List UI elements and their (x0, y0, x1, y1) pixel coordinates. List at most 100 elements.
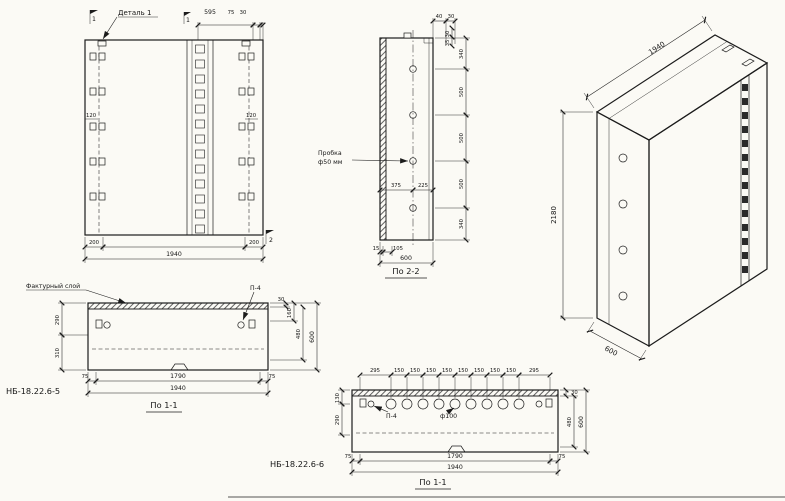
pipe-hole-icon (417, 398, 429, 410)
pipe-holes (385, 398, 525, 410)
plug-callout-line1: Пробка (318, 149, 342, 157)
front-dim-200-left: 200 (89, 240, 100, 246)
front-dim-120-right: 120 (246, 113, 257, 119)
plug-hole-icon (409, 204, 417, 212)
front-view-dimension-lines (82, 22, 266, 262)
cut-flag-1b-label: 1 (186, 17, 190, 24)
s11R-dim-295-left: 295 (370, 368, 380, 374)
s11L-outline (87, 302, 269, 371)
s22-dim-225: 225 (418, 183, 428, 189)
pipe-hole-icon (433, 398, 445, 410)
s11R-dim-290: 290 (335, 414, 341, 425)
end-loop-icon (359, 398, 367, 408)
section-2-2-view: Пробка ф50 мм 40 30 30 35 340 500 500 50… (318, 14, 470, 279)
section-2-2-dimension-lines (377, 18, 469, 266)
panel-mark-right: НБ-18.22.6-6 (270, 459, 324, 469)
end-loop-icon (367, 400, 375, 408)
end-loop-icon (545, 398, 553, 408)
s22-dim-375: 375 (391, 183, 401, 189)
s11L-dim-1790: 1790 (170, 373, 186, 380)
s11R-dim-30: 30 (571, 390, 578, 396)
p4-callout-left: П-4 (242, 285, 261, 321)
s11L-dim-30: 30 (278, 297, 285, 303)
s11R-dim-150: 150 (506, 368, 517, 374)
iso-dim-600: 600 (603, 345, 619, 358)
joint-key-ladder (195, 44, 205, 234)
phi100-label: ф100 (440, 413, 457, 420)
plug-hole-icon (409, 111, 417, 119)
end-loop-icon (237, 321, 245, 329)
s22-dim-340-bottom: 340 (459, 218, 465, 229)
plug-holes (409, 65, 417, 212)
s11L-dim-75-left: 75 (82, 374, 89, 380)
s11L-dim-1940: 1940 (170, 385, 186, 392)
s22-dim-40: 40 (436, 14, 443, 20)
front-dim-200-right: 200 (249, 240, 260, 246)
end-loop-icon (248, 319, 256, 329)
iso-dim-1940: 1940 (647, 40, 666, 56)
facade-layer-hatch (379, 37, 387, 241)
front-dim-595: 595 (204, 9, 216, 16)
isometric-loop-icons (721, 44, 755, 67)
pipe-hole-icon (449, 398, 461, 410)
s22-dim-105: 105 (393, 246, 403, 252)
front-view-outline (84, 39, 264, 236)
p4-label: П-4 (386, 413, 397, 420)
isometric-box (595, 34, 769, 348)
section-2-2-outline (379, 30, 434, 246)
front-dim-75: 75 (228, 10, 235, 16)
s11R-dim-150: 150 (410, 368, 421, 374)
s11R-dim-150: 150 (394, 368, 405, 374)
pipe-hole-icon (401, 398, 413, 410)
s11R-title-label: По 1-1 (419, 477, 446, 487)
plug-hole-icon (409, 65, 417, 73)
s11L-title: По 1-1 (146, 400, 182, 413)
plug-hole-icon (409, 157, 417, 165)
detail-callout: Деталь 1 (102, 9, 158, 40)
top-loop-icon (403, 32, 412, 39)
s22-dim-500-1: 500 (459, 86, 465, 97)
s11R-dim-150: 150 (442, 368, 453, 374)
s22-dim-500-3: 500 (459, 178, 465, 189)
pipe-hole-icon (465, 398, 477, 410)
s11R-dim-600: 600 (578, 416, 585, 428)
mounting-loop-icons (89, 40, 255, 201)
front-dim-30: 30 (240, 10, 247, 16)
front-view-extension-lines (84, 22, 264, 263)
p4-label: П-4 (250, 285, 261, 292)
s11R-dimension-lines (339, 372, 589, 475)
section-1-1-right-view: 295 150 150 150 150 150 150 150 150 295 … (270, 368, 590, 490)
pipe-hole-icon (497, 398, 509, 410)
front-dim-1940: 1940 (166, 251, 182, 258)
facade-layer-hatch (87, 302, 269, 310)
s22-dim-35-edge: 35 (445, 40, 451, 47)
s11R-dim-75-left: 75 (345, 454, 352, 460)
front-view: Деталь 1 1 1 2 595 75 30 120 120 200 200… (82, 9, 274, 263)
front-dim-120-left: 120 (86, 113, 97, 119)
s11L-dim-310: 310 (55, 347, 61, 358)
s11L-dim-480: 480 (296, 328, 302, 339)
section-2-2-title-label: По 2-2 (392, 266, 419, 276)
s11R-dim-130: 130 (335, 392, 341, 403)
s11L-dimension-lines (59, 300, 320, 396)
isometric-dimension-lines (560, 16, 707, 361)
s11R-dim-1940: 1940 (447, 464, 463, 471)
p4-callout-right: П-4 (373, 405, 397, 420)
s11L-dim-290: 290 (55, 314, 61, 325)
panel-mark-left: НБ-18.22.6-5 (6, 386, 60, 396)
s11R-dim-150: 150 (490, 368, 501, 374)
s11L-dim-75-right: 75 (269, 374, 276, 380)
iso-dim-2180: 2180 (550, 206, 558, 224)
s11L-dim-600: 600 (309, 331, 316, 343)
plug-callout-line2: ф50 мм (318, 159, 343, 166)
detail-1-label: Деталь 1 (118, 9, 151, 17)
end-loop-icon (535, 400, 543, 408)
s22-dim-15: 15 (373, 246, 380, 252)
isometric-extension-lines (560, 15, 713, 362)
s22-dim-600: 600 (400, 255, 412, 262)
s22-dim-500-2: 500 (459, 132, 465, 143)
s11L-title-label: По 1-1 (150, 400, 177, 410)
bottom-notch (447, 445, 466, 453)
